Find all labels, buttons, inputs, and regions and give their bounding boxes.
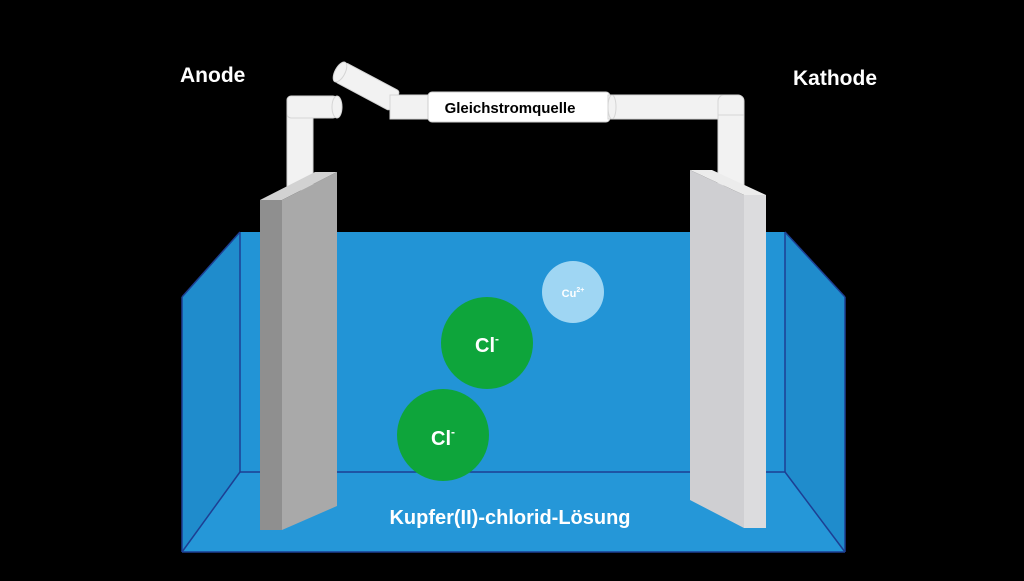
ion-cl-2-circle bbox=[397, 389, 489, 481]
cathode-label: Kathode bbox=[793, 67, 877, 90]
solution-label: Kupfer(II)-chlorid-Lösung bbox=[389, 507, 630, 529]
cathode-top-face bbox=[690, 170, 766, 195]
cathode-side-face bbox=[744, 195, 766, 528]
tank-floor bbox=[182, 472, 845, 552]
anode-electrode bbox=[260, 172, 337, 530]
ion-cu-symbol: Cu bbox=[562, 288, 577, 300]
anode-label: Anode bbox=[180, 64, 245, 87]
anode-top-face bbox=[260, 172, 337, 200]
anode-side-face bbox=[260, 200, 282, 530]
tank-edge-right-top bbox=[784, 231, 846, 298]
ion-cu-circle bbox=[542, 261, 604, 323]
wire-right-joint bbox=[607, 94, 617, 120]
wire-left-elbow bbox=[286, 95, 338, 119]
ion-cu: Cu2+ bbox=[542, 261, 604, 323]
tank-edge-left-top bbox=[181, 231, 241, 298]
wire-left-end bbox=[331, 95, 343, 119]
svg-text:Cl-: Cl- bbox=[475, 332, 499, 357]
tank-right-wall bbox=[785, 232, 845, 552]
ion-cu-charge: 2+ bbox=[576, 287, 584, 294]
ion-cl-1-charge: - bbox=[495, 332, 499, 346]
tank-edge-left-bottom bbox=[181, 471, 241, 553]
ion-cl-1-symbol: Cl bbox=[475, 335, 495, 357]
cathode-electrode bbox=[690, 170, 766, 528]
power-source-label: Gleichstromquelle bbox=[445, 100, 576, 117]
circuit-wire bbox=[286, 61, 745, 191]
wire-right-vertical bbox=[717, 114, 745, 186]
svg-text:Cl-: Cl- bbox=[431, 425, 455, 450]
cathode-front-face bbox=[690, 170, 744, 528]
wire-top-right bbox=[607, 94, 739, 120]
ion-cl-1-circle bbox=[441, 297, 533, 389]
tank-edge-right-bottom bbox=[784, 471, 846, 553]
switch-lever bbox=[332, 61, 400, 111]
anode-front-face bbox=[282, 172, 337, 530]
tank-left-wall bbox=[182, 232, 240, 552]
ion-cl-2: Cl- bbox=[397, 389, 489, 481]
ion-cl-2-symbol: Cl bbox=[431, 428, 451, 450]
svg-text:Cu2+: Cu2+ bbox=[562, 287, 585, 300]
tank-edge-back bbox=[239, 232, 786, 473]
ion-cl-2-charge: - bbox=[451, 425, 455, 439]
ion-cl-1: Cl- bbox=[441, 297, 533, 389]
